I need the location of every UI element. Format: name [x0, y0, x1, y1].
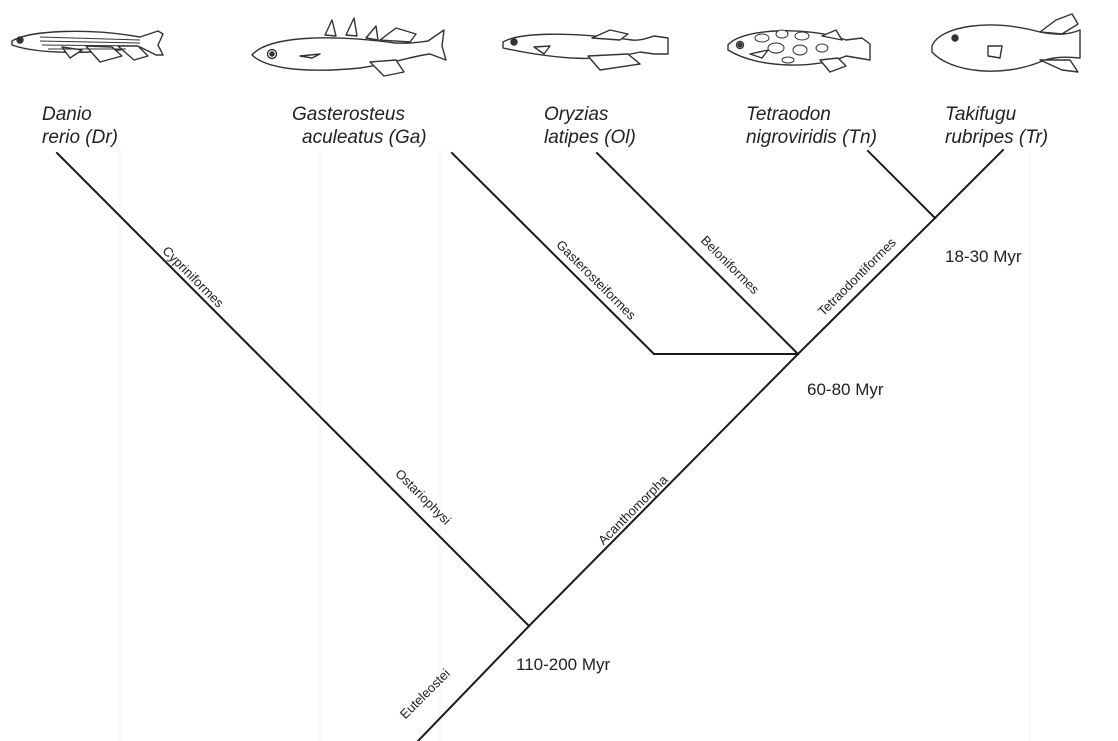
background-guides [120, 150, 1030, 741]
species-label-gasterosteus: Gasterosteus aculeatus (Ga) [302, 103, 427, 149]
species-name: latipes (Ol) [544, 126, 636, 149]
divergence-time-acanthomorpha: 60-80 Myr [807, 380, 884, 399]
clade-label-gasterosteiformes: Gasterosteiformes [553, 237, 639, 323]
species-genus: Oryzias [544, 103, 636, 126]
branch-acanthomorpha [529, 354, 798, 626]
divergence-time-root: 110-200 Myr [516, 655, 611, 674]
zebrafish-icon [12, 31, 163, 62]
branch-oryzias [597, 153, 798, 354]
clade-label-acanthomorpha: Acanthomorpha [595, 472, 671, 548]
species-genus: Tetraodon [746, 103, 877, 126]
branch-takifugu [935, 150, 1003, 218]
clade-label-tetraodontiformes: Tetraodontiformes [815, 234, 900, 319]
species-genus: Takifugu [945, 103, 1048, 126]
species-name: rerio (Dr) [42, 126, 118, 149]
branch-gasterosteus [452, 153, 654, 354]
species-genus: Danio [42, 103, 118, 126]
tree-branches [57, 150, 1003, 741]
species-label-oryzias: Oryzias latipes (Ol) [544, 103, 636, 149]
species-label-danio: Danio rerio (Dr) [42, 103, 118, 149]
clade-label-ostariophysi: Ostariophysi [392, 466, 454, 528]
clade-label-cypriniformes: Cypriniformes [160, 243, 228, 311]
species-name: aculeatus (Ga) [302, 126, 427, 149]
species-name: nigroviridis (Tn) [746, 126, 877, 149]
tetraodon-icon [728, 30, 870, 72]
branch-tetraodon [868, 151, 935, 218]
medaka-icon [503, 30, 668, 70]
stickleback-icon [252, 18, 446, 76]
species-genus: Gasterosteus [302, 103, 427, 126]
branch-tetraodontiformes [798, 218, 935, 354]
branch-danio [57, 153, 529, 626]
species-label-tetraodon: Tetraodon nigroviridis (Tn) [746, 103, 877, 149]
divergence-time-tetraodon-takifugu: 18-30 Myr [945, 247, 1022, 266]
species-label-takifugu: Takifugu rubripes (Tr) [945, 103, 1048, 149]
species-name: rubripes (Tr) [945, 126, 1048, 149]
fugu-icon [932, 14, 1080, 72]
